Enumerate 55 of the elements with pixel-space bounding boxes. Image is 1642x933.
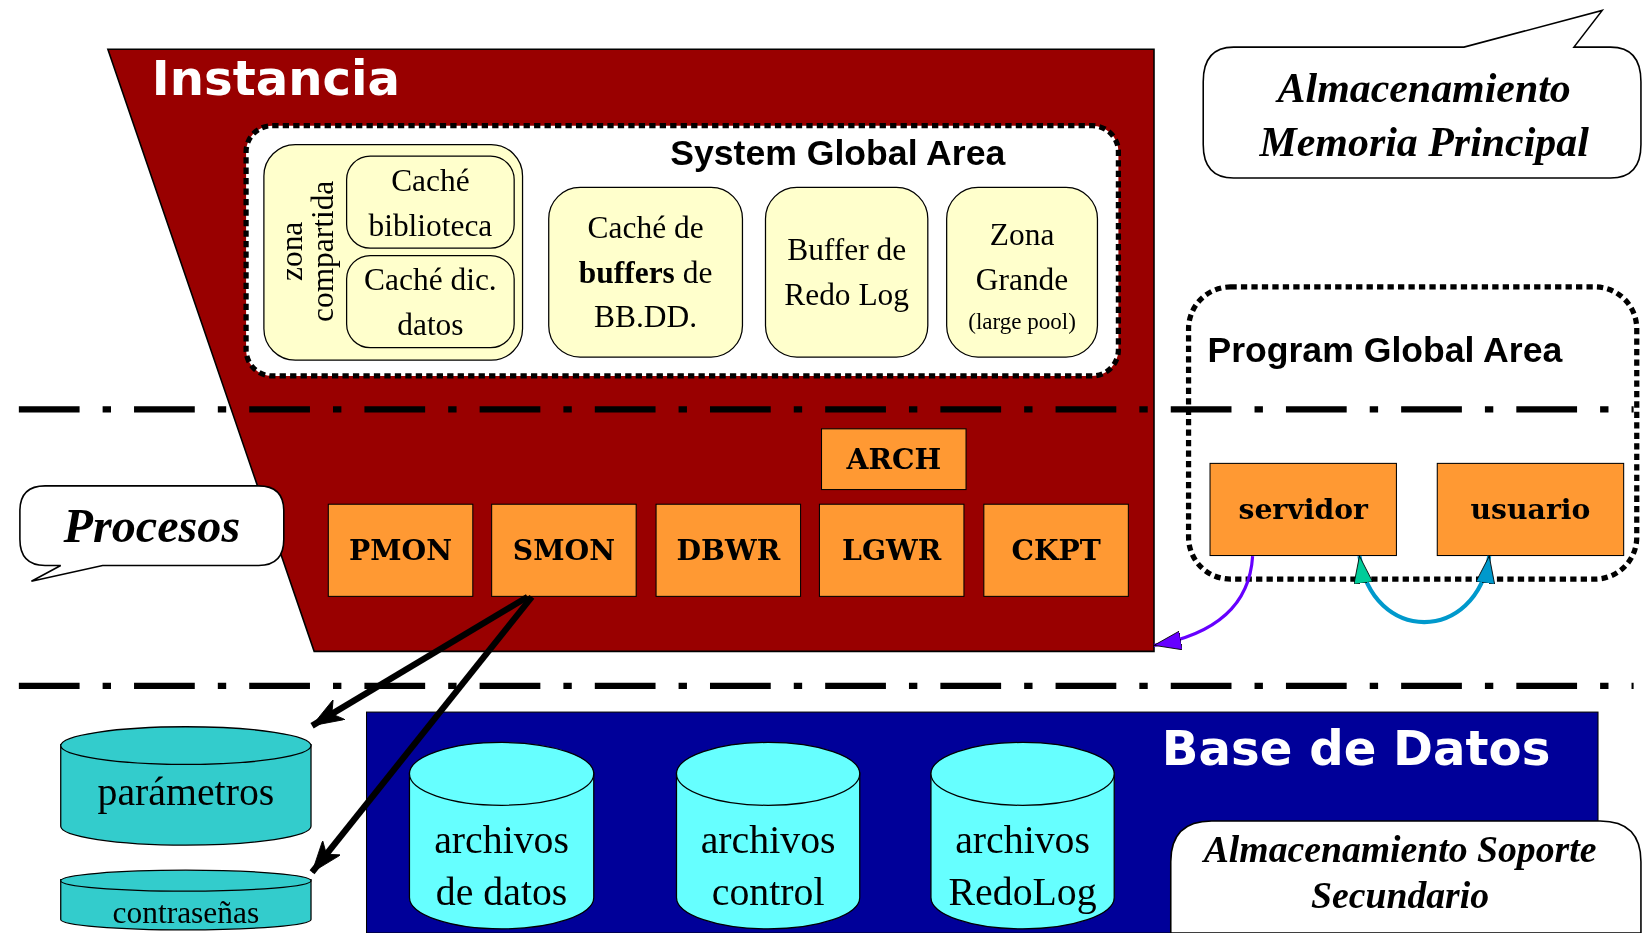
node-label: LGWR xyxy=(841,532,943,568)
pool-box xyxy=(945,186,1099,359)
shared-zone-box xyxy=(262,143,524,362)
process-box xyxy=(491,503,637,597)
callout-bubble xyxy=(18,484,285,584)
section-title: Instancia xyxy=(151,52,402,106)
node-label: Caché dic. datos xyxy=(363,260,498,343)
node-label: Caché biblioteca xyxy=(367,161,494,244)
node-label: ARCH xyxy=(845,441,943,477)
node-label: usuario xyxy=(1469,491,1592,528)
process-box xyxy=(1209,462,1397,557)
cache-box xyxy=(345,254,516,349)
process-box xyxy=(1436,462,1625,557)
process-box xyxy=(983,503,1129,597)
node-label: (large pool) xyxy=(967,308,1077,335)
arrow xyxy=(309,594,535,875)
node-label: archivos control xyxy=(699,816,837,916)
node-label: contraseñas xyxy=(111,893,261,931)
node-label: Caché de buffers de BB.DD. xyxy=(577,208,714,336)
cache-box xyxy=(345,155,516,250)
callout-bubble xyxy=(1202,8,1642,181)
database-cylinder xyxy=(929,741,1116,930)
callout-text: Almacenamiento Memoria Principal xyxy=(1258,62,1590,168)
vertical-label: zona compartida xyxy=(275,179,339,324)
process-box xyxy=(818,503,965,597)
memory-area xyxy=(244,123,1121,379)
arrow xyxy=(1153,555,1255,650)
callout-bubble xyxy=(1169,819,1642,933)
node-label: servidor xyxy=(1237,491,1370,528)
process-box xyxy=(327,503,474,597)
memory-area xyxy=(1186,284,1639,582)
node-label: PMON xyxy=(348,532,454,568)
node-label: DBWR xyxy=(675,532,782,568)
database-cylinder xyxy=(675,741,861,930)
node-label: archivos de datos xyxy=(433,816,570,916)
arrow xyxy=(1356,555,1493,625)
database-cylinder xyxy=(59,725,313,847)
section-title: Program Global Area xyxy=(1207,330,1564,371)
node-label: archivos RedoLog xyxy=(947,816,1098,916)
buffer-box xyxy=(764,186,929,359)
process-box xyxy=(655,503,802,597)
node-label: CKPT xyxy=(1010,532,1102,568)
arrow xyxy=(310,594,530,729)
node-label: Buffer de Redo Log xyxy=(783,230,911,314)
callout-text: Procesos xyxy=(62,498,242,555)
node-label: SMON xyxy=(511,532,616,568)
database-cylinder xyxy=(59,869,313,931)
database-cylinder xyxy=(408,741,595,930)
section-title: System Global Area xyxy=(669,134,1007,174)
section-title: Base de Datos xyxy=(1160,722,1552,776)
node-label: Zona Grande xyxy=(974,215,1070,298)
process-box xyxy=(821,428,967,491)
node-label: parámetros xyxy=(96,768,276,816)
cache-box xyxy=(547,186,744,359)
callout-text: Almacenamiento Soporte Secundario xyxy=(1201,827,1598,919)
